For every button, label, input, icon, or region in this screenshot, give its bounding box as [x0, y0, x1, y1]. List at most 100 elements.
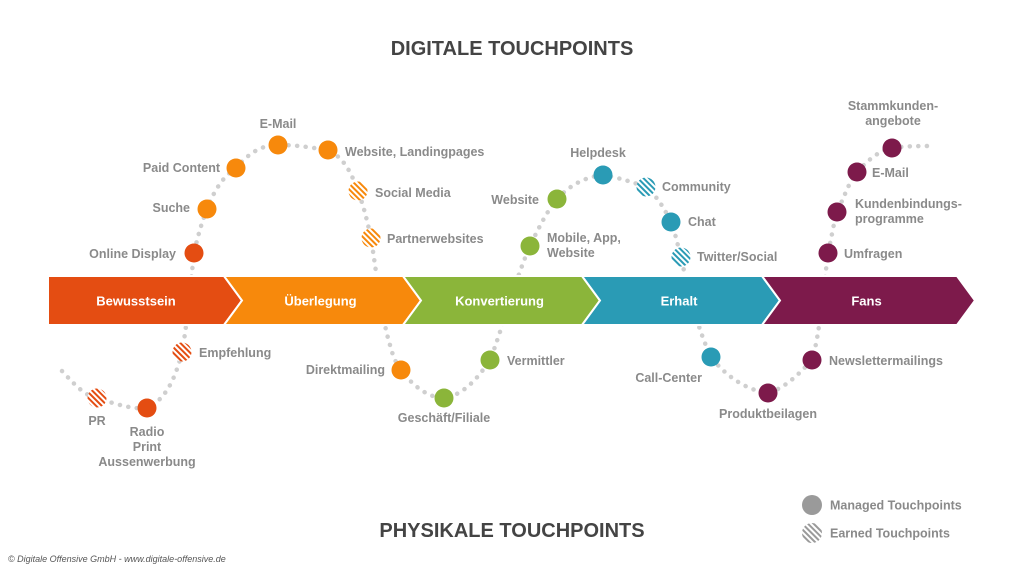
touchpoint-label-line: Empfehlung	[199, 346, 271, 360]
legend-item-earned: Earned Touchpoints	[802, 523, 950, 543]
touchpoint-markers	[87, 135, 902, 418]
touchpoint-label-mobile-app-website: Mobile, App,Website	[547, 231, 621, 260]
touchpoint-label-line: Website, Landingpages	[345, 145, 484, 159]
touchpoint-marker-e-mail-managed	[268, 135, 288, 155]
stage-label: Konvertierung	[455, 294, 544, 309]
legend-label-earned: Earned Touchpoints	[830, 527, 950, 541]
touchpoint-label-e-mail: E-Mail	[260, 117, 297, 131]
stage-label: Erhalt	[661, 294, 699, 309]
touchpoint-label-produktbeilagen: Produktbeilagen	[719, 407, 817, 421]
touchpoint-marker-e-mail-managed	[847, 162, 867, 182]
touchpoint-marker-online-display-managed	[184, 243, 204, 263]
touchpoint-label-pr: PR	[88, 414, 105, 428]
touchpoint-label-e-mail: E-Mail	[872, 166, 909, 180]
touchpoint-label-line: Partnerwebsites	[387, 232, 484, 246]
stage-arrows: Bewusstsein Überlegung Konvertierung Erhalt…	[47, 275, 977, 326]
touchpoint-label-direktmailing: Direktmailing	[306, 363, 385, 377]
touchpoint-marker-stammkunden-angebote-managed	[882, 138, 902, 158]
touchpoint-label-line: Website	[491, 193, 539, 207]
touchpoint-label-line: Print	[133, 440, 162, 454]
touchpoint-marker-pr-earned	[87, 388, 107, 408]
touchpoint-label-line: Online Display	[89, 247, 176, 261]
touchpoint-marker-call-center-managed	[701, 347, 721, 367]
touchpoint-marker-umfragen-managed	[818, 243, 838, 263]
touchpoint-marker-direktmailing-managed	[391, 360, 411, 380]
touchpoint-marker-geschäft-filiale-managed	[434, 388, 454, 408]
touchpoint-label-line: Kundenbindungs-	[855, 197, 962, 211]
legend-item-managed: Managed Touchpoints	[802, 495, 962, 515]
legend-label-managed: Managed Touchpoints	[830, 499, 962, 513]
stage-fans: Fans	[760, 275, 977, 326]
touchpoint-marker-radio-print-aussenwerbung-managed	[137, 398, 157, 418]
touchpoint-marker-community-earned	[636, 177, 656, 197]
touchpoint-marker-chat-managed	[661, 212, 681, 232]
touchpoint-label-line: Mobile, App,	[547, 231, 621, 245]
touchpoint-label-line: Social Media	[375, 186, 452, 200]
touchpoint-label-partnerwebsites: Partnerwebsites	[387, 232, 484, 246]
touchpoint-label-line: Direktmailing	[306, 363, 385, 377]
touchpoint-label-line: Umfragen	[844, 247, 902, 261]
touchpoint-label-website: Website	[491, 193, 539, 207]
touchpoint-label-line: Call-Center	[635, 371, 702, 385]
stage-arrow-shape	[760, 275, 977, 326]
touchpoint-label-newslettermailings: Newslettermailings	[829, 354, 943, 368]
stage-bewusstsein: Bewusstsein	[47, 275, 244, 326]
touchpoint-label-umfragen: Umfragen	[844, 247, 902, 261]
stage-label: Bewusstsein	[96, 294, 176, 309]
touchpoint-label-vermittler: Vermittler	[507, 354, 565, 368]
touchpoint-marker-twitter-social-earned	[671, 247, 691, 267]
touchpoint-label-line: programme	[855, 212, 924, 226]
touchpoint-marker-produktbeilagen-managed	[758, 383, 778, 403]
touchpoint-marker-newslettermailings-managed	[802, 350, 822, 370]
title-digital-touchpoints: DIGITALE TOUCHPOINTS	[391, 38, 634, 60]
touchpoint-label-geschäft-filiale: Geschäft/Filiale	[398, 411, 490, 425]
touchpoint-label-line: E-Mail	[260, 117, 297, 131]
touchpoint-label-line: Produktbeilagen	[719, 407, 817, 421]
touchpoint-marker-social-media-earned	[348, 181, 368, 201]
touchpoint-label-website-landingpages: Website, Landingpages	[345, 145, 484, 159]
touchpoint-label-paid-content: Paid Content	[143, 161, 221, 175]
stage-label: Fans	[851, 294, 881, 309]
touchpoint-label-community: Community	[662, 180, 731, 194]
touchpoint-label-line: Community	[662, 180, 731, 194]
touchpoint-label-call-center: Call-Center	[635, 371, 702, 385]
touchpoint-label-line: angebote	[865, 114, 921, 128]
touchpoint-label-line: Chat	[688, 215, 717, 229]
touchpoint-label-line: Website	[547, 246, 595, 260]
touchpoint-label-helpdesk: Helpdesk	[570, 146, 626, 160]
touchpoint-marker-suche-managed	[197, 199, 217, 219]
touchpoint-label-line: Aussenwerbung	[98, 455, 195, 469]
touchpoint-label-line: Radio	[130, 425, 165, 439]
touchpoint-label-line: E-Mail	[872, 166, 909, 180]
touchpoint-label-chat: Chat	[688, 215, 717, 229]
touchpoint-label-line: Newslettermailings	[829, 354, 943, 368]
touchpoint-label-line: Vermittler	[507, 354, 565, 368]
touchpoint-label-empfehlung: Empfehlung	[199, 346, 271, 360]
touchpoint-label-kundenbindungs-programme: Kundenbindungs-programme	[855, 197, 962, 226]
stage-konvertierung: Konvertierung	[401, 275, 602, 326]
stage-erhalt: Erhalt	[580, 275, 782, 326]
touchpoint-label-line: Stammkunden-	[848, 99, 938, 113]
legend-swatch-managed	[802, 495, 822, 515]
touchpoint-marker-paid-content-managed	[226, 158, 246, 178]
touchpoint-marker-empfehlung-earned	[172, 342, 192, 362]
touchpoint-label-line: Geschäft/Filiale	[398, 411, 490, 425]
touchpoint-label-line: PR	[88, 414, 105, 428]
touchpoint-label-line: Suche	[152, 201, 190, 215]
touchpoint-label-line: Paid Content	[143, 161, 221, 175]
touchpoint-label-online-display: Online Display	[89, 247, 176, 261]
touchpoint-label-line: Twitter/Social	[697, 250, 777, 264]
touchpoint-label-social-media: Social Media	[375, 186, 452, 200]
touchpoint-marker-helpdesk-managed	[593, 165, 613, 185]
touchpoint-marker-vermittler-managed	[480, 350, 500, 370]
touchpoint-marker-website-landingpages-managed	[318, 140, 338, 160]
stage-überlegung: Überlegung	[222, 275, 423, 326]
touchpoint-label-stammkunden-angebote: Stammkunden-angebote	[848, 99, 938, 128]
touchpoint-marker-mobile-app-website-managed	[520, 236, 540, 256]
touchpoint-marker-kundenbindungs-programme-managed	[827, 202, 847, 222]
touchpoint-label-twitter-social: Twitter/Social	[697, 250, 777, 264]
